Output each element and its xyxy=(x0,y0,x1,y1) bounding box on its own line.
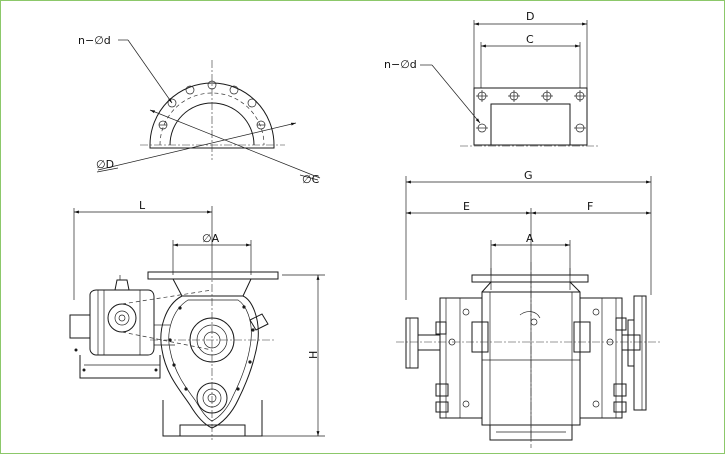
square-flange-bolt-holes xyxy=(476,90,586,133)
label-A: A xyxy=(526,232,534,245)
label-E: E xyxy=(463,200,470,213)
flange-bolt-holes xyxy=(158,80,266,130)
circular-flange-view xyxy=(96,39,321,181)
label-diameter-A: ∅A xyxy=(202,232,220,245)
label-F: F xyxy=(587,200,593,213)
front-view-bolts xyxy=(435,308,627,413)
label-D: D xyxy=(526,10,534,23)
label-C: C xyxy=(526,33,534,46)
side-view xyxy=(69,206,325,440)
front-view xyxy=(396,176,660,448)
label-diameter-D: ∅D xyxy=(96,158,114,171)
label-n-d-right: n−∅d xyxy=(384,58,417,71)
label-H: H xyxy=(307,351,320,359)
label-L: L xyxy=(139,199,146,212)
label-diameter-C: ∅C xyxy=(302,173,320,186)
label-G: G xyxy=(524,169,533,182)
square-flange-view xyxy=(420,20,600,147)
label-n-d-left: n−∅d xyxy=(78,34,111,47)
